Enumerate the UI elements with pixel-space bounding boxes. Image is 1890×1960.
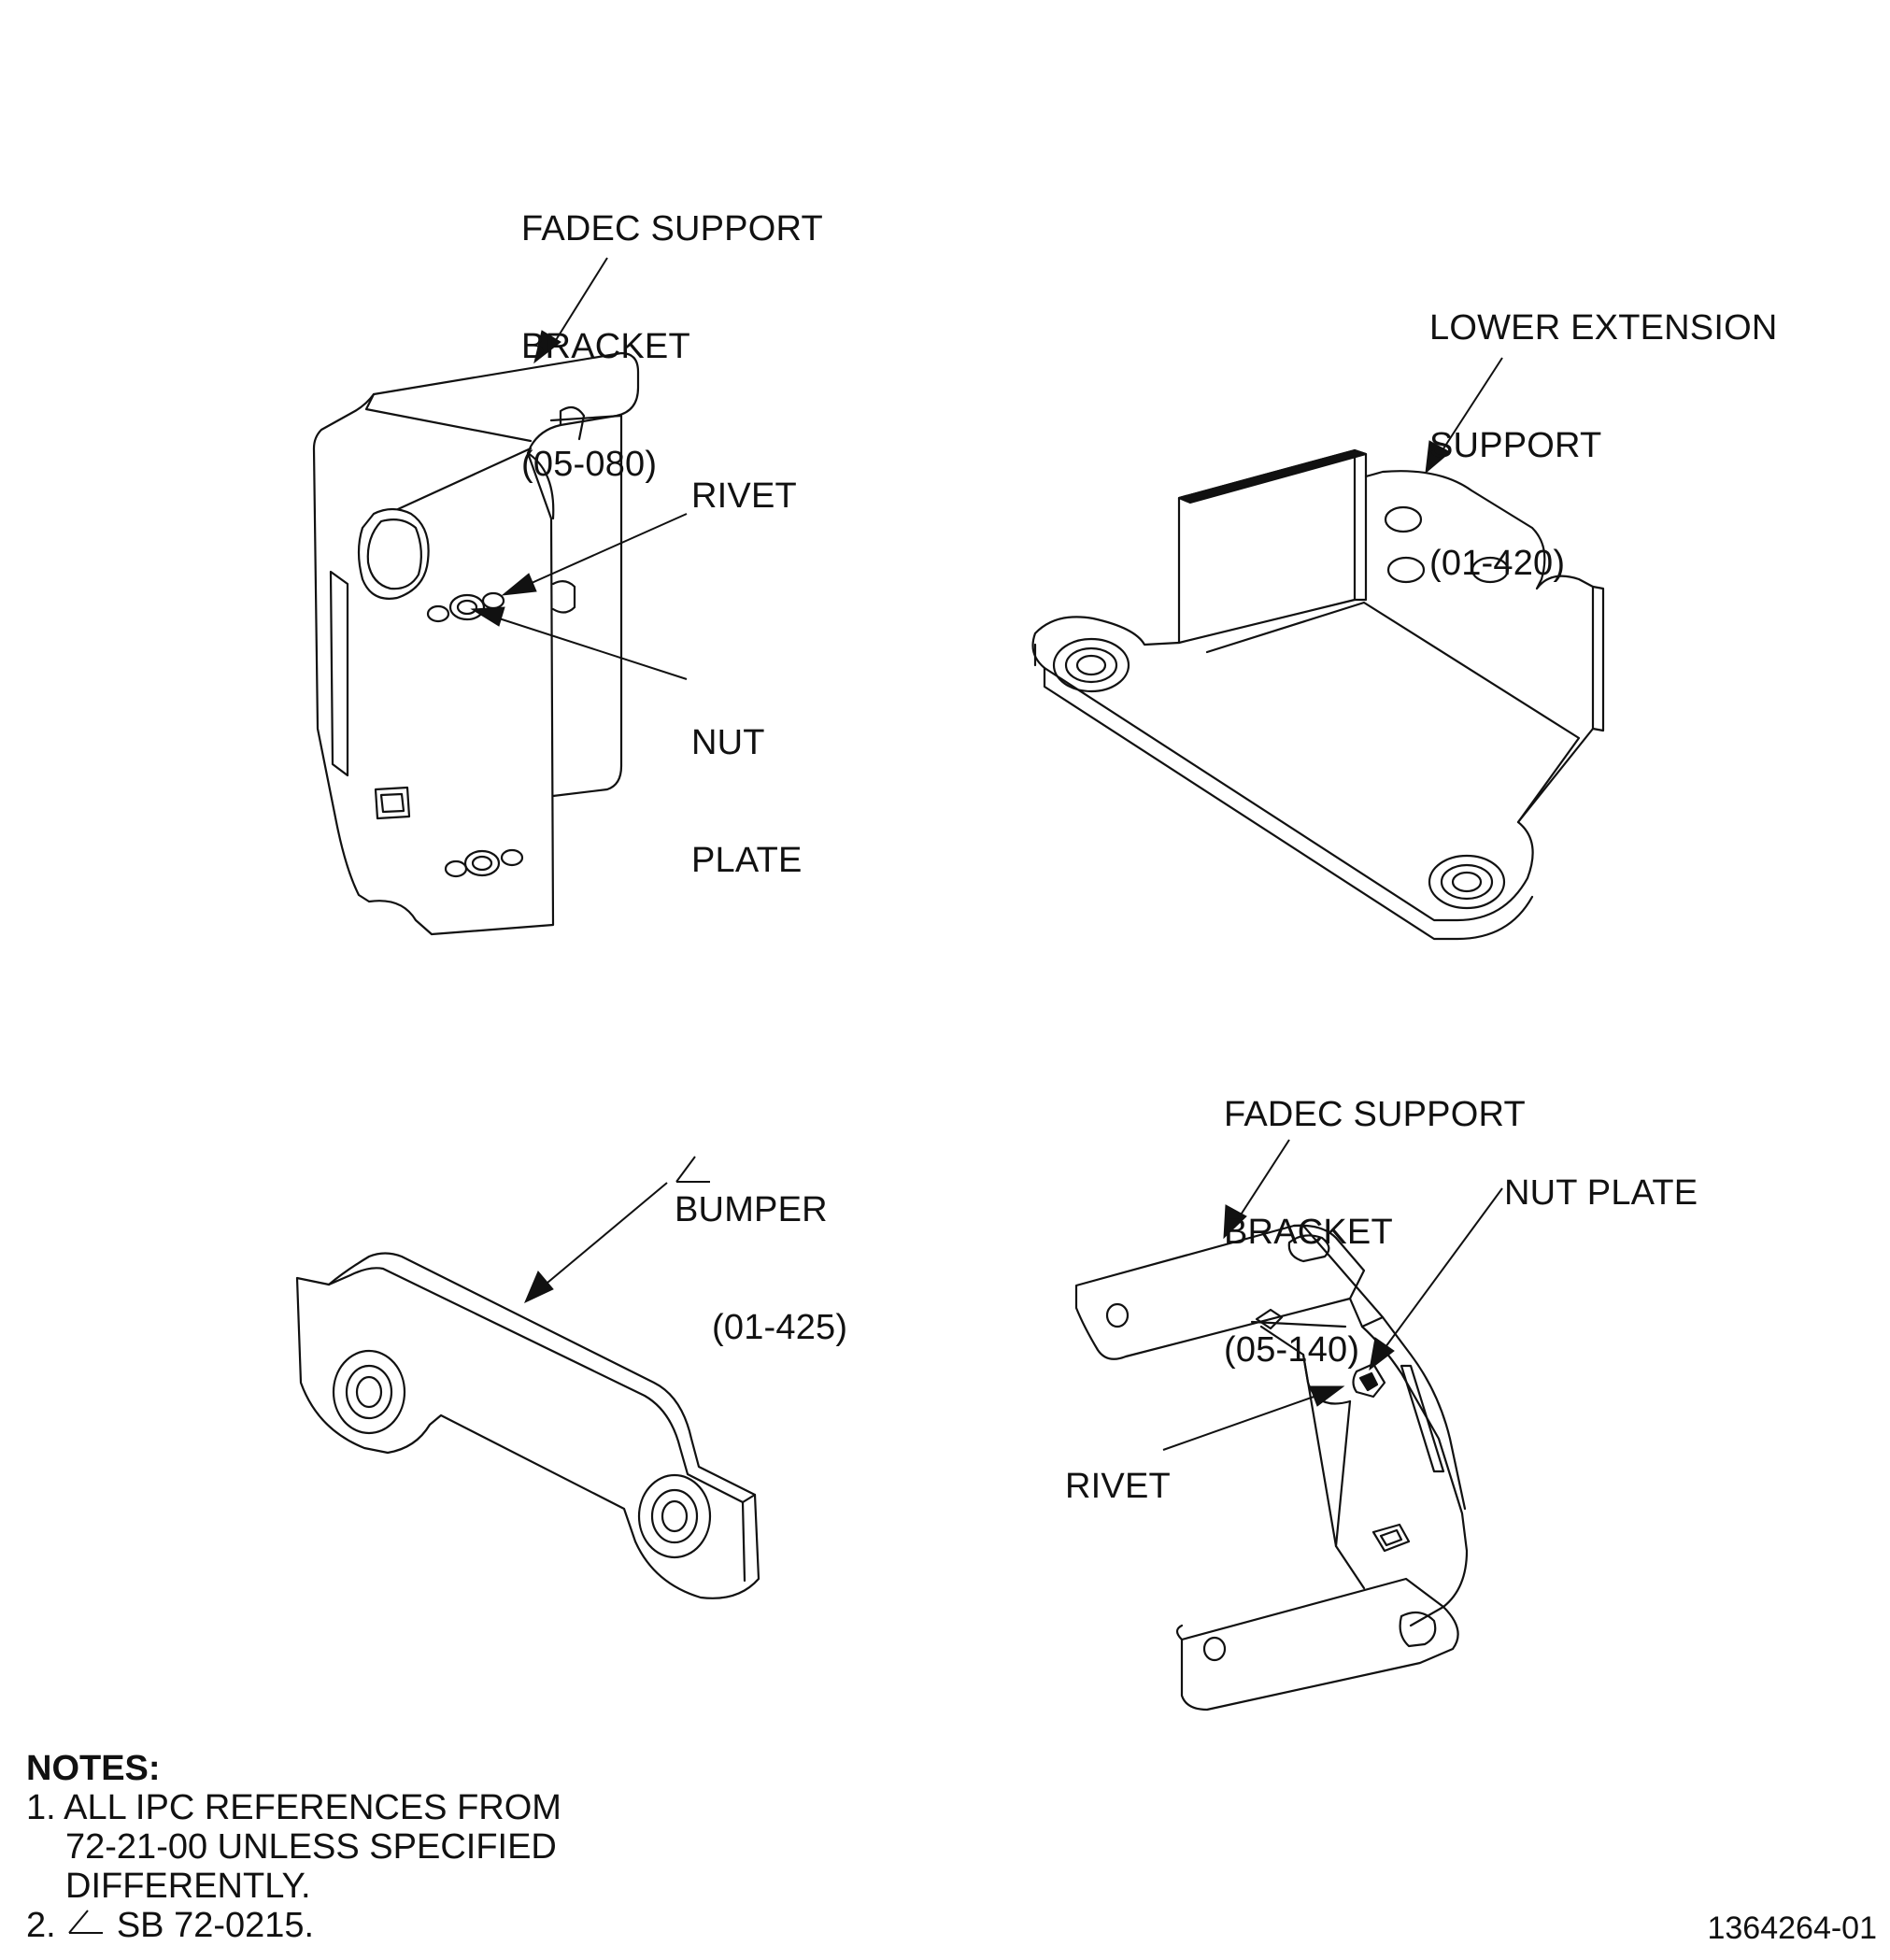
note-1-line-2: 72-21-00 UNLESS SPECIFIED	[65, 1827, 557, 1867]
lower-extension-support-drawing	[1031, 448, 1605, 941]
note-2-number: 2.	[26, 1906, 56, 1945]
label-line: BRACKET	[1224, 1213, 1393, 1252]
notes-heading: NOTES:	[26, 1749, 161, 1788]
note-2: 2. SB 72-0215.	[26, 1906, 561, 1945]
label-line: BRACKET	[521, 327, 690, 366]
label-nut-plate-bottom: NUT PLATE	[1504, 1173, 1698, 1213]
label-bumper: BUMPER (01-425)	[675, 1112, 847, 1386]
label-line: NUT	[691, 723, 765, 762]
label-line: (01-420)	[1429, 544, 1566, 583]
note-1-line-1: 1. ALL IPC REFERENCES FROM	[26, 1788, 561, 1827]
label-line: FADEC SUPPORT	[521, 209, 823, 249]
label-line: LOWER EXTENSION	[1429, 308, 1778, 348]
label-line: BUMPER	[675, 1190, 828, 1229]
label-line: SUPPORT	[1429, 426, 1602, 465]
label-lower-extension-support: LOWER EXTENSION SUPPORT (01-420)	[1429, 230, 1778, 622]
label-nut-plate-top: NUT PLATE	[691, 645, 803, 919]
fadec-support-bracket-080-drawing	[312, 351, 640, 936]
triangle-flag-icon	[68, 1910, 104, 1934]
label-line: (01-425)	[712, 1308, 848, 1347]
note-2-text: SB 72-0215.	[116, 1906, 315, 1945]
label-line: FADEC SUPPORT	[1224, 1095, 1526, 1134]
drawing-number: 1364264-01	[1707, 1910, 1877, 1946]
bumper-drawing	[295, 1252, 760, 1599]
label-fadec-support-bracket-140: FADEC SUPPORT BRACKET (05-140)	[1224, 1016, 1526, 1409]
label-line: (05-080)	[521, 445, 658, 484]
label-line: PLATE	[691, 841, 803, 880]
fadec-support-bracket-140-drawing	[1074, 1224, 1469, 1711]
note-1-line-3: DIFFERENTLY.	[65, 1867, 311, 1906]
label-rivet-top: RIVET	[691, 476, 797, 516]
label-fadec-support-bracket-080: FADEC SUPPORT BRACKET (05-080)	[521, 131, 823, 523]
notes-block: NOTES: 1. ALL IPC REFERENCES FROM 72-21-…	[26, 1749, 561, 1945]
label-line: (05-140)	[1224, 1330, 1360, 1370]
label-rivet-bottom: RIVET	[1065, 1467, 1171, 1506]
triangle-flag-icon	[675, 1156, 710, 1183]
leader-lines	[470, 257, 1503, 1451]
